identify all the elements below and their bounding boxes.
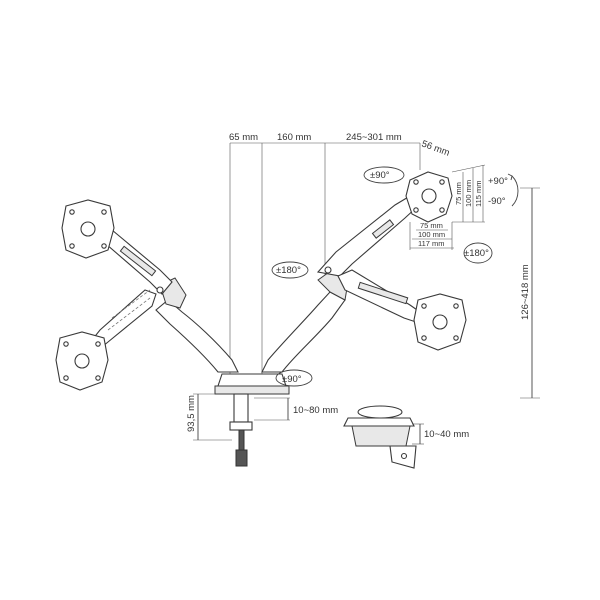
vesa-hole	[63, 375, 69, 381]
dim-range-label: 245~301 mm	[346, 132, 402, 143]
rotation-mid-label: ±180°	[276, 265, 301, 276]
right-lower-arm	[261, 291, 346, 373]
vesa-hole	[69, 243, 75, 249]
rotation-arrow-base	[275, 369, 313, 387]
grommet-range-label: 10~40 mm	[424, 429, 469, 440]
left-vesa-plate-upper	[61, 199, 115, 259]
vesa-hub	[432, 314, 448, 330]
vesa-hole	[453, 303, 459, 309]
left-arm-pivot	[156, 286, 164, 294]
right-upper-arm	[316, 195, 419, 277]
right-arm	[261, 195, 421, 373]
base-top	[217, 373, 287, 387]
grommet-hole	[400, 452, 408, 460]
vesa-hub	[74, 353, 90, 369]
grommet-plate	[343, 417, 415, 427]
grommet-top	[357, 405, 403, 419]
left-vesa-plate-lower	[55, 331, 109, 391]
tilt-arrowhead	[507, 173, 513, 181]
clamp-body	[233, 393, 249, 423]
base-assembly	[214, 373, 290, 467]
vesa-hole	[95, 341, 101, 347]
right-arm-cable-cover	[371, 219, 395, 239]
vesa-hole	[413, 179, 419, 185]
left-lower-arm	[155, 299, 239, 373]
rotation-vesa-label: ±180°	[464, 248, 489, 259]
height-range-label: 126~418 mm	[520, 264, 531, 320]
vesa-hole	[421, 303, 427, 309]
rotation-arrow-top	[363, 166, 405, 184]
left-arm-cable-cover	[119, 245, 157, 277]
vesa-hole	[453, 335, 459, 341]
vesa-hub	[80, 221, 96, 237]
right-arm-pivot	[324, 266, 332, 274]
right-vesa-hub	[421, 188, 437, 204]
vesa-hole	[95, 375, 101, 381]
vesa-75h-label: 75 mm	[454, 182, 463, 205]
vesa-ext-line	[451, 164, 486, 173]
ghost-line	[107, 297, 151, 331]
clamp-handle	[235, 449, 248, 467]
vesa-hole	[69, 209, 75, 215]
tilt-arrow	[511, 175, 519, 207]
vesa-hole	[439, 207, 445, 213]
rotation-base-label: ±90°	[282, 374, 302, 385]
vesa-dimension-box: 75 mm 100 mm 115 mm 75 mm 100 mm 117 mm	[409, 164, 486, 250]
tilt-up-label: +90°	[488, 176, 508, 187]
vesa-hole	[421, 335, 427, 341]
grommet-desk-section	[351, 425, 411, 447]
clamp-range-label: 10~80 mm	[293, 405, 338, 416]
vesa-hole	[439, 179, 445, 185]
right-vesa-plate-lower	[413, 293, 467, 351]
dim-160-label: 160 mm	[277, 132, 311, 143]
dim-56-label: 56 mm	[420, 138, 451, 158]
clamp-screw	[238, 429, 245, 451]
vesa-115h-label: 115 mm	[474, 180, 483, 207]
rotation-arrow-mid	[271, 261, 309, 279]
rotation-top-label: ±90°	[370, 170, 390, 181]
dim-65-label: 65 mm	[229, 132, 258, 143]
ghost-line	[111, 289, 151, 319]
right-arm-lowered	[337, 269, 421, 323]
tilt-down-label: -90°	[488, 196, 506, 207]
left-arm	[91, 221, 239, 373]
base-plate	[214, 385, 290, 395]
right-vesa-plate-upper	[405, 171, 453, 223]
clamp-jaw	[229, 421, 253, 431]
base-93-label: 93,5 mm	[186, 395, 197, 432]
rotation-arrow-vesa	[463, 242, 493, 264]
vesa-117w-label: 117 mm	[418, 239, 445, 248]
grommet-mount	[343, 405, 417, 469]
vesa-75w-label: 75 mm	[420, 221, 443, 230]
right-arm-lowered-cover	[357, 281, 409, 305]
vesa-hole	[101, 243, 107, 249]
vesa-100h-label: 100 mm	[464, 180, 473, 207]
vesa-hole	[101, 209, 107, 215]
vesa-hole	[413, 207, 419, 213]
vesa-100w-label: 100 mm	[418, 230, 445, 239]
vesa-hole	[63, 341, 69, 347]
